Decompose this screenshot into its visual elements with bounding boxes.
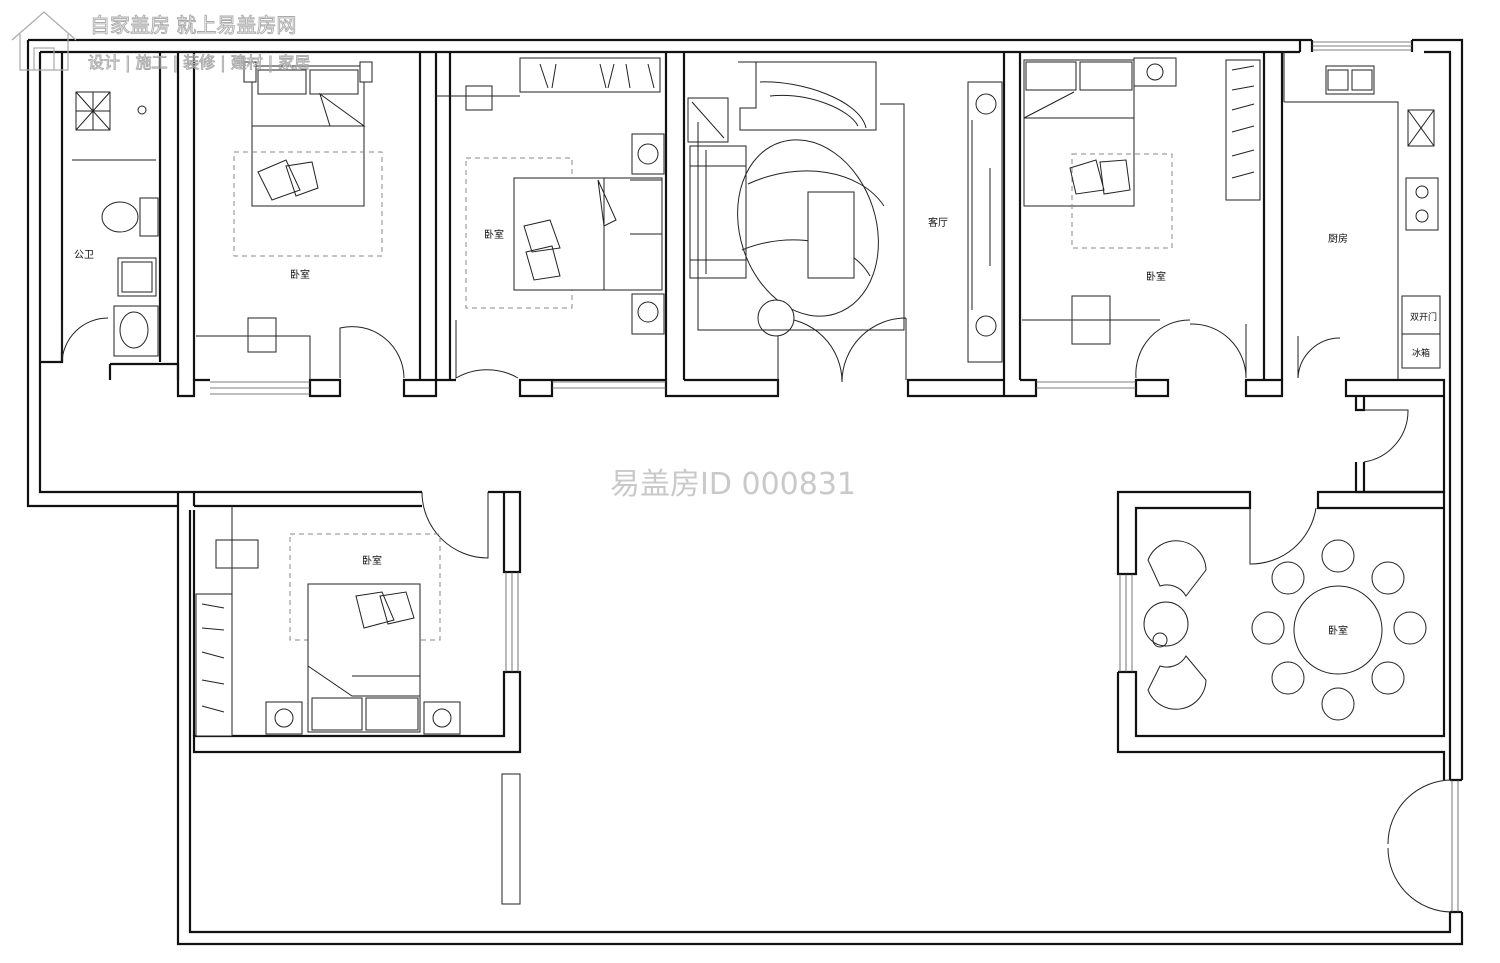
label-bedroom-4: 卧室 (362, 554, 382, 567)
label-living-room: 客厅 (928, 216, 948, 229)
living-room-furniture (687, 61, 1003, 363)
logo-slogan: 自家盖房 就上易盖房网 (90, 13, 296, 37)
kitchen-furniture (1283, 52, 1441, 380)
windows (210, 41, 1459, 912)
label-bedroom-1: 卧室 (290, 268, 310, 281)
label-public-bath: 公卫 (74, 250, 94, 261)
logo-services: 设计 | 施工 | 装修 | 建材 | 家居 (88, 53, 310, 72)
room-labels: 公卫 卧室 卧室 客厅 卧室 厨房 卧室 卧室 双开门 冰箱 (74, 216, 1437, 637)
label-dining: 卧室 (1328, 624, 1348, 637)
watermark-text: 易盖房ID 000831 (610, 467, 856, 502)
site-logo: 自家盖房 就上易盖房网 设计 | 施工 | 装修 | 建材 | 家居 (11, 11, 311, 72)
house-logo-icon (11, 11, 77, 71)
label-double-door: 双开门 (1410, 311, 1437, 323)
label-fridge: 冰箱 (1412, 347, 1430, 359)
label-bedroom-3: 卧室 (1146, 270, 1166, 283)
dining-furniture (1143, 539, 1427, 721)
bedroom-1-furniture (196, 61, 383, 380)
bathroom-fixtures (72, 91, 159, 357)
doors (61, 317, 1453, 913)
label-kitchen: 厨房 (1328, 232, 1348, 245)
bedroom-4-furniture (195, 506, 461, 737)
bedroom-3-furniture (1022, 57, 1261, 345)
label-bedroom-2: 卧室 (484, 228, 504, 241)
bedroom-2-furniture (436, 57, 665, 335)
